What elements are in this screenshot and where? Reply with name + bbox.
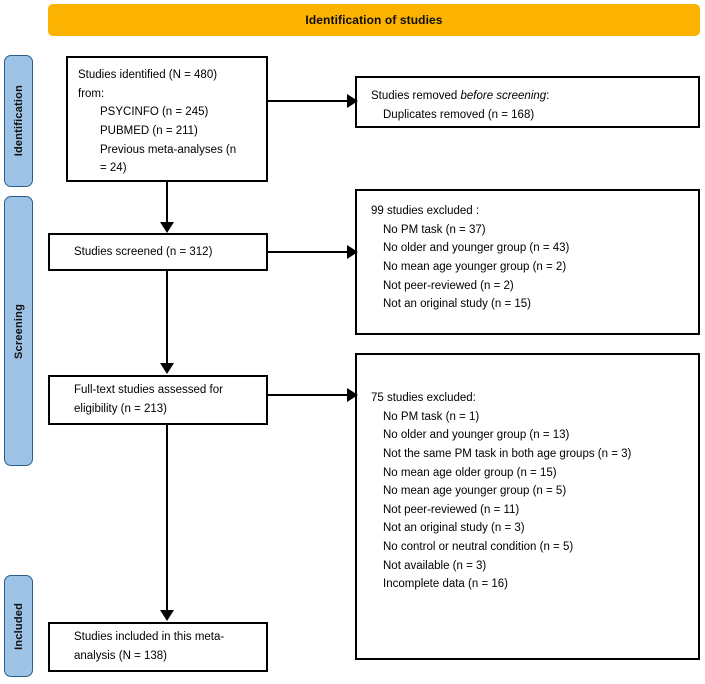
excl-elig-item-1: No older and younger group (n = 13) <box>383 429 570 442</box>
connector-screened-to-fulltext-line <box>166 271 168 364</box>
removed-heading: Studies removed before screening: <box>371 87 690 106</box>
box-studies-included: Studies included in this meta- analysis … <box>48 622 268 672</box>
connector-screened-to-fulltext-arrow-icon <box>160 363 174 374</box>
excl-screen-item-4: Not an original study (n = 15) <box>383 298 531 311</box>
stage-label-identification: Identification <box>4 55 33 187</box>
identified-source-meta-analyses-cont: = 24) <box>100 162 127 175</box>
excl-elig-item-8: Not available (n = 3) <box>383 559 487 572</box>
connector-identified-to-removed-arrow-icon <box>347 94 358 108</box>
stage-label-identification-text: Identification <box>12 85 25 157</box>
stage-label-screening-text: Screening <box>12 303 25 359</box>
excl-elig-item-0: No PM task (n = 1) <box>383 410 480 423</box>
connector-identified-to-screened-arrow-icon <box>160 222 174 233</box>
excl-elig-item-5: Not peer-reviewed (n = 11) <box>383 503 520 516</box>
excl-elig-item-9: Incomplete data (n = 16) <box>383 578 508 591</box>
removed-heading-prefix: Studies removed <box>371 90 461 102</box>
box-excluded-eligibility: 75 studies excluded: No PM task (n = 1) … <box>355 353 700 660</box>
connector-fulltext-to-included-line <box>166 425 168 611</box>
excl-screen-heading: 99 studies excluded : <box>371 205 480 217</box>
identified-line-1: Studies identified (N = 480) <box>78 69 218 81</box>
excl-elig-item-4: No mean age younger group (n = 5) <box>383 485 567 498</box>
box-fulltext-assessed: Full-text studies assessed for eligibili… <box>48 375 268 425</box>
excl-elig-item-2: Not the same PM task in both age groups … <box>383 447 632 460</box>
fulltext-line-1: Full-text studies assessed for <box>74 384 223 397</box>
connector-identified-to-removed-line <box>268 100 348 102</box>
identified-line-2: from: <box>78 87 105 100</box>
removed-item-duplicates: Duplicates removed (n = 168) <box>383 108 535 121</box>
excl-elig-item-3: No mean age older group (n = 15) <box>383 466 557 479</box>
stage-label-included: Included <box>4 575 33 677</box>
screened-label: Studies screened (n = 312) <box>74 245 213 258</box>
box-studies-screened: Studies screened (n = 312) <box>48 233 268 271</box>
connector-identified-to-screened-line <box>166 182 168 224</box>
excl-screen-item-3: Not peer-reviewed (n = 2) <box>383 279 514 292</box>
identified-source-pubmed: PUBMED (n = 211) <box>100 124 198 137</box>
connector-fulltext-to-excluded-line <box>268 394 348 396</box>
connector-fulltext-to-included-arrow-icon <box>160 610 174 621</box>
banner-title: Identification of studies <box>305 13 443 27</box>
excl-screen-item-2: No mean age younger group (n = 2) <box>383 260 567 273</box>
included-line-2: analysis (N = 138) <box>74 650 167 662</box>
identified-source-psycinfo: PSYCINFO (n = 245) <box>100 106 209 119</box>
removed-heading-italic: before screening <box>460 90 547 102</box>
excl-elig-item-6: Not an original study (n = 3) <box>383 522 525 535</box>
connector-screened-to-excluded-arrow-icon <box>347 245 358 259</box>
box-excluded-screening: 99 studies excluded : No PM task (n = 37… <box>355 189 700 335</box>
excl-screen-item-1: No older and younger group (n = 43) <box>383 242 570 255</box>
connector-screened-to-excluded-line <box>268 251 348 253</box>
stage-label-screening: Screening <box>4 196 33 466</box>
stage-label-included-text: Included <box>12 602 25 650</box>
box-removed-before-screening: Studies removed before screening: Duplic… <box>355 76 700 128</box>
removed-heading-suffix: : <box>546 90 550 102</box>
connector-fulltext-to-excluded-arrow-icon <box>347 388 358 402</box>
excl-elig-heading: 75 studies excluded: <box>371 392 476 404</box>
box-studies-identified: Studies identified (N = 480) from: PSYCI… <box>66 56 268 182</box>
excl-elig-item-7: No control or neutral condition (n = 5) <box>383 541 574 553</box>
fulltext-line-2: eligibility (n = 213) <box>74 403 168 415</box>
identification-banner: Identification of studies <box>48 4 700 36</box>
excl-screen-item-0: No PM task (n = 37) <box>383 223 486 236</box>
identified-source-meta-analyses: Previous meta-analyses (n <box>100 143 237 156</box>
included-line-1: Studies included in this meta- <box>74 631 225 644</box>
